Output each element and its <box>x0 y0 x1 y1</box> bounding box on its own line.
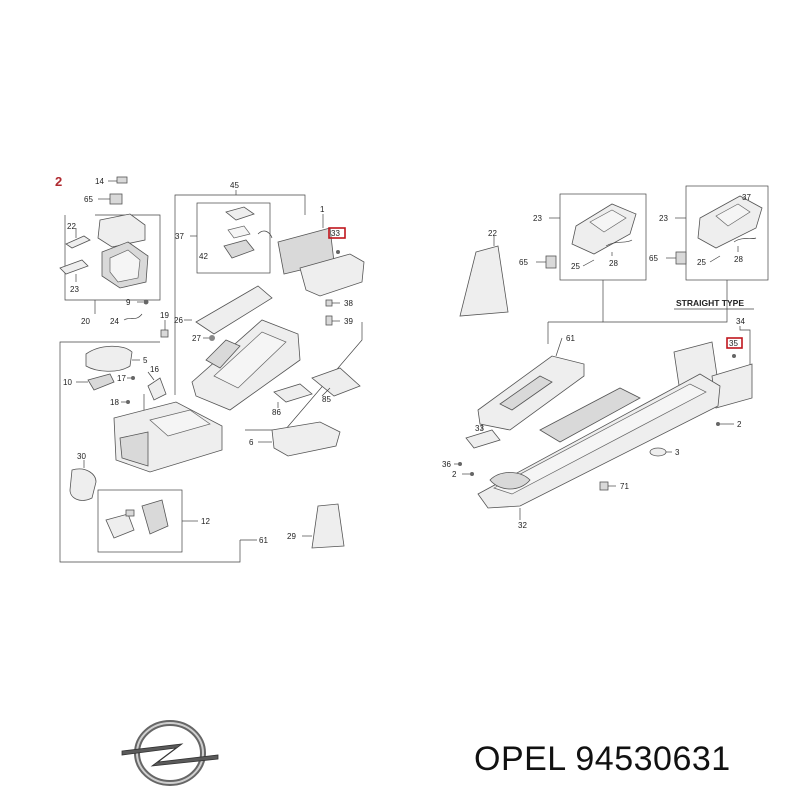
callout-r-33: 33 <box>475 424 484 433</box>
part-24 <box>123 313 143 321</box>
highlight-part-33 <box>328 227 346 239</box>
callout-26: 26 <box>174 316 183 325</box>
callout-10: 10 <box>63 378 72 387</box>
part-16 <box>147 377 167 401</box>
callout-22: 22 <box>67 222 76 231</box>
callout-33: 33 <box>331 229 340 238</box>
part-29 <box>311 503 345 549</box>
callout-24: 24 <box>110 317 119 326</box>
callout-r-2b: 2 <box>452 470 457 479</box>
part-33-right <box>465 429 501 449</box>
part-18 <box>126 400 130 404</box>
part-86 <box>273 383 313 403</box>
callout-r-34: 34 <box>736 317 745 326</box>
part-42 <box>223 239 255 259</box>
callout-r-65b: 65 <box>649 254 658 263</box>
part-17 <box>131 376 135 380</box>
part-65-right-2 <box>675 251 687 265</box>
callout-r-32: 32 <box>518 521 527 530</box>
part-19 <box>160 329 169 338</box>
callout-r-36: 36 <box>442 460 451 469</box>
part-12-cover <box>105 513 135 539</box>
part-2-screw-1 <box>716 422 720 426</box>
callout-r-23a: 23 <box>533 214 542 223</box>
part-71 <box>599 481 609 491</box>
callout-9: 9 <box>126 298 131 307</box>
callout-r-28b: 28 <box>734 255 743 264</box>
bracket-61 <box>59 341 241 563</box>
brand-part-number: OPEL 94530631 <box>474 740 731 778</box>
part-38 <box>325 299 333 307</box>
part-3 <box>649 447 667 457</box>
part-23 <box>59 259 89 275</box>
callout-17: 17 <box>117 374 126 383</box>
part-22 <box>65 235 91 249</box>
callout-45: 45 <box>230 181 239 190</box>
part-85 <box>311 367 361 397</box>
part-65 <box>109 193 123 205</box>
callout-27: 27 <box>192 334 201 343</box>
callout-61: 61 <box>259 536 268 545</box>
part-36 <box>458 462 462 466</box>
callout-86: 86 <box>272 408 281 417</box>
callout-r-2a: 2 <box>737 420 742 429</box>
opel-logo-icon <box>121 720 219 786</box>
callout-16: 16 <box>150 365 159 374</box>
part-14 <box>116 176 128 184</box>
callout-18: 18 <box>110 398 119 407</box>
highlight-part-35 <box>726 337 743 349</box>
callout-r-3: 3 <box>675 448 680 457</box>
callout-42: 42 <box>199 252 208 261</box>
callout-85: 85 <box>322 395 331 404</box>
callout-65: 65 <box>84 195 93 204</box>
part-6 <box>271 421 341 457</box>
callout-14: 14 <box>95 177 104 186</box>
part-65-right-1 <box>545 255 557 269</box>
callout-r-25b: 25 <box>697 258 706 267</box>
part-27 <box>209 335 215 341</box>
diagram-number: 2 <box>55 174 62 189</box>
callout-r-37: 37 <box>742 193 751 202</box>
part-22-boot <box>459 245 509 317</box>
callout-5: 5 <box>143 356 148 365</box>
part-console-tray <box>195 285 273 335</box>
part-9 <box>143 299 149 305</box>
callout-23: 23 <box>70 285 79 294</box>
bracket-45 <box>174 194 306 395</box>
callout-6: 6 <box>249 438 254 447</box>
part-30 <box>69 468 97 501</box>
part-10 <box>87 373 115 391</box>
callout-r-71: 71 <box>620 482 629 491</box>
heading-straight-type: STRAIGHT TYPE <box>676 298 744 308</box>
part-39 <box>325 315 333 326</box>
part-2-screw-2 <box>470 472 474 476</box>
part-37-lid <box>225 206 255 221</box>
callout-12: 12 <box>201 517 210 526</box>
callout-38: 38 <box>344 299 353 308</box>
callout-r-65a: 65 <box>519 258 528 267</box>
callout-29: 29 <box>287 532 296 541</box>
callout-r-25a: 25 <box>571 262 580 271</box>
callout-20: 20 <box>81 317 90 326</box>
part-shifter-bezel <box>97 213 146 248</box>
callout-r-23b: 23 <box>659 214 668 223</box>
callout-r-28a: 28 <box>609 259 618 268</box>
callout-r-61: 61 <box>566 334 575 343</box>
callout-39: 39 <box>344 317 353 326</box>
callout-1: 1 <box>320 205 325 214</box>
callout-30: 30 <box>77 452 86 461</box>
part-5 <box>85 345 133 372</box>
callout-19: 19 <box>160 311 169 320</box>
callout-r-35: 35 <box>729 339 738 348</box>
box-37 <box>196 202 271 274</box>
callout-37: 37 <box>175 232 184 241</box>
callout-r-22: 22 <box>488 229 497 238</box>
part-33-cover <box>299 253 365 297</box>
